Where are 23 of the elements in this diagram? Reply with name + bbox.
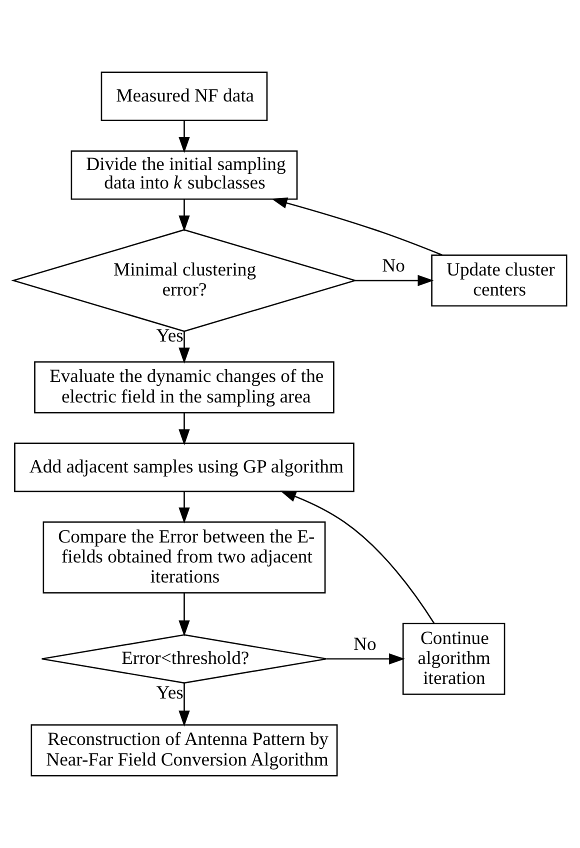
node-box: Evaluate the dynamic changes of the electric field in the sampling area [34, 361, 334, 414]
node-box: Divide the initial sampling data into k subclasses [70, 150, 298, 200]
arrow [178, 199, 190, 232]
arrow [355, 274, 434, 286]
arrow [280, 490, 435, 624]
arrow [178, 593, 190, 636]
arrow [326, 653, 405, 664]
node-box: Continue algorithm iteration [402, 622, 506, 695]
edge-label: Yes [156, 682, 184, 704]
arrow [178, 412, 190, 446]
arrow [178, 683, 190, 727]
edge-label: No [353, 634, 376, 655]
node-box: Add adjacent samples using GP algorithm [14, 442, 354, 492]
arrow [178, 492, 190, 524]
arrow [178, 331, 190, 364]
node-box: Compare the Error between the E- fields obtained from two adjacent iterations [42, 521, 326, 594]
arrow [271, 198, 442, 256]
node-diamond: Error<threshold? [41, 634, 328, 684]
node-box: Update cluster centers [431, 254, 568, 307]
edge-label: No [382, 255, 405, 276]
node-box: Measured NF data [100, 72, 268, 122]
arrow [178, 120, 190, 153]
node-box: Reconstruction of Antenna Pattern by Near-Far Field Conversion Algorithm [30, 724, 338, 776]
